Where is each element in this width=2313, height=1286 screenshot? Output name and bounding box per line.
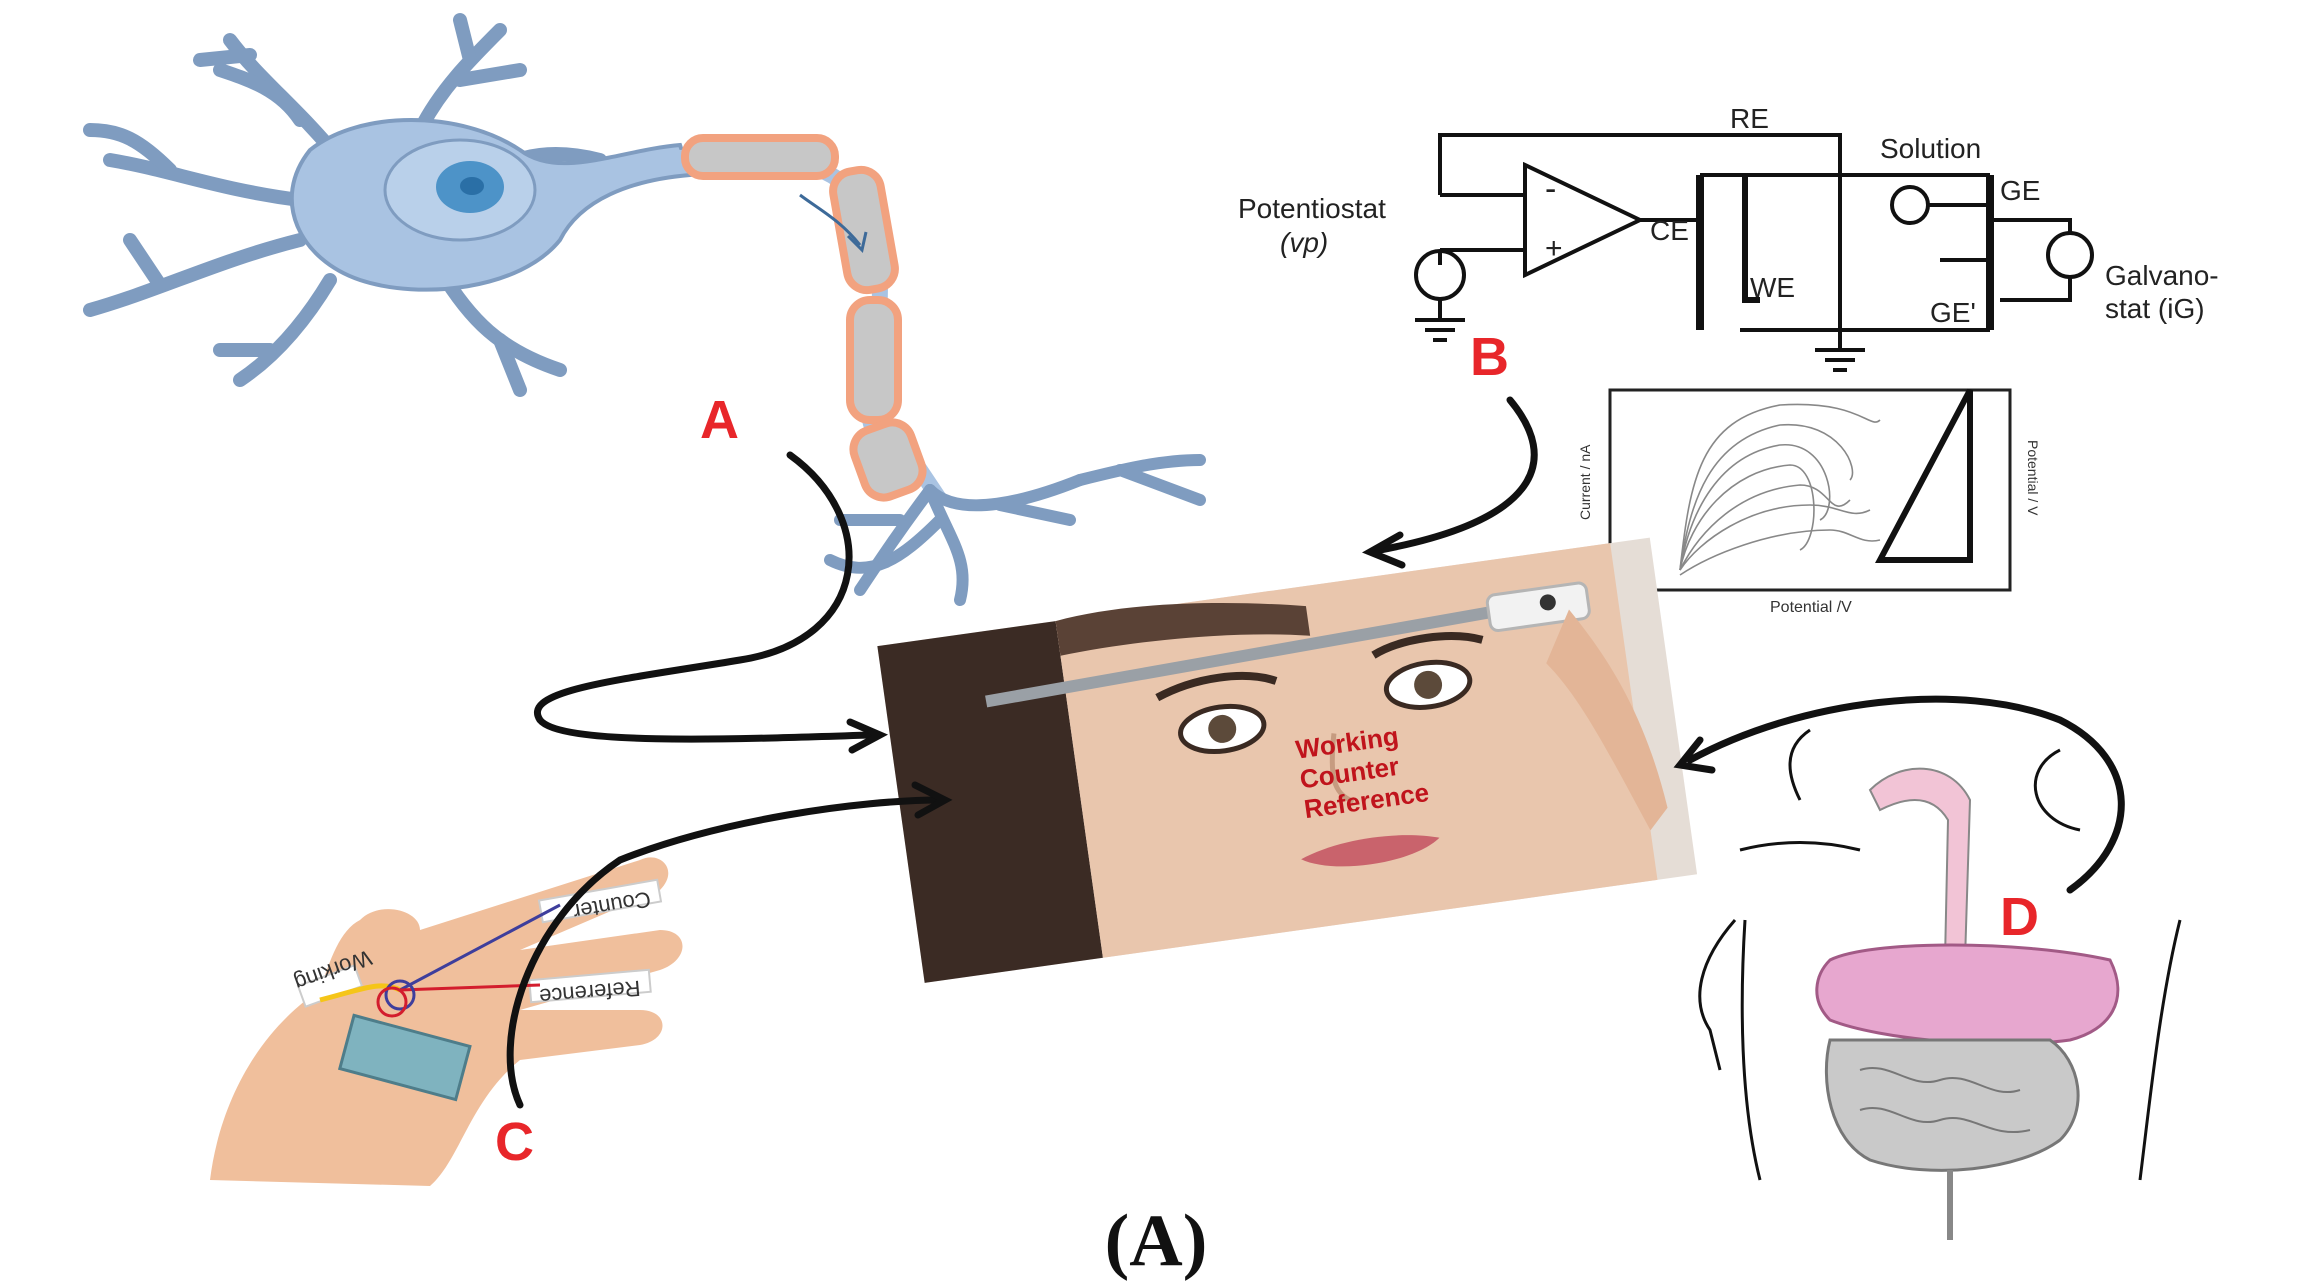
- intestines: [1824, 1038, 2080, 1172]
- arrow-b-head: [1361, 531, 1406, 569]
- plot-curves: [1679, 403, 1881, 576]
- solution-symbol: [1890, 185, 1930, 225]
- stomach-liver: [1815, 943, 2120, 1046]
- label-galvanostat-1: Galvano-: [2105, 260, 2219, 291]
- connector-arrows: [506, 396, 2125, 1109]
- label-d: D: [2000, 887, 2039, 947]
- label-ce: CE: [1650, 215, 1689, 246]
- arrow-d-head: [1673, 736, 1716, 774]
- arrow-a-head: [846, 718, 889, 754]
- esophagus: [1868, 767, 1972, 961]
- myelin-sheath: [681, 134, 927, 502]
- voltammogram-plot: Potential /V Current / nA Potential / V: [1577, 388, 2041, 616]
- label-solution: Solution: [1880, 133, 1981, 164]
- plot-xlabel: Potential /V: [1770, 599, 1852, 616]
- op-amp-symbol: [1523, 161, 1645, 279]
- neuron-dendrites: [83, 13, 607, 397]
- label-c: C: [495, 1112, 534, 1172]
- label-ge-prime: GE': [1930, 297, 1976, 328]
- label-opamp-minus: -: [1545, 170, 1556, 208]
- label-galvanostat-2: stat (iG): [2105, 293, 2205, 324]
- arrow-c-head: [911, 781, 953, 819]
- hand-on-glasses: [1546, 609, 1668, 831]
- arrow-b: [1376, 396, 1538, 554]
- neuron-illustration: [83, 13, 1206, 606]
- arrow-d: [1686, 695, 2125, 894]
- label-re: RE: [1730, 103, 1769, 134]
- glasses-display: [1485, 581, 1591, 633]
- plot-frame: [1608, 388, 2012, 592]
- finger-band-2: [537, 878, 663, 924]
- working-electrode: [1742, 175, 1760, 303]
- current-source: [2046, 231, 2094, 279]
- plot-ylabel-right: Potential / V: [2025, 440, 2041, 516]
- smart-glasses-photo: Working Counter Reference: [877, 537, 1698, 983]
- label-vp: (vp): [1280, 227, 1328, 258]
- label-potentiostat: Potentiostat: [1238, 193, 1386, 224]
- label-ge: GE: [2000, 175, 2040, 206]
- neuron-nucleolus: [460, 177, 484, 195]
- hand-shape: [210, 857, 683, 1186]
- glasses-frame: [985, 597, 1539, 708]
- potential-waveform: [1875, 388, 1973, 563]
- electrochemical-circuit: [1414, 133, 2094, 372]
- finger-band-3: [528, 968, 652, 1004]
- label-a: A: [700, 390, 739, 450]
- head-outline: [1698, 919, 1737, 1071]
- circuit-labels: RE Solution Potentiostat (vp) - + CE WE …: [1238, 103, 2219, 328]
- label-b: B: [1470, 327, 1509, 387]
- sensor-chip: [337, 1013, 472, 1102]
- panel-caption: (A): [1105, 1200, 1208, 1282]
- plot-ylabel: Current / nA: [1577, 444, 1593, 520]
- digestive-system-illustration: [1698, 728, 2182, 1240]
- label-we: WE: [1750, 272, 1795, 303]
- arrow-c: [506, 796, 944, 1109]
- signal-arrow: [799, 193, 862, 246]
- lips: [1301, 835, 1440, 867]
- arrow-a: [534, 451, 874, 743]
- axon-terminals: [824, 454, 1206, 606]
- hand-sensor-illustration: Working Counter Reference: [210, 857, 683, 1186]
- label-opamp-plus: +: [1545, 232, 1563, 265]
